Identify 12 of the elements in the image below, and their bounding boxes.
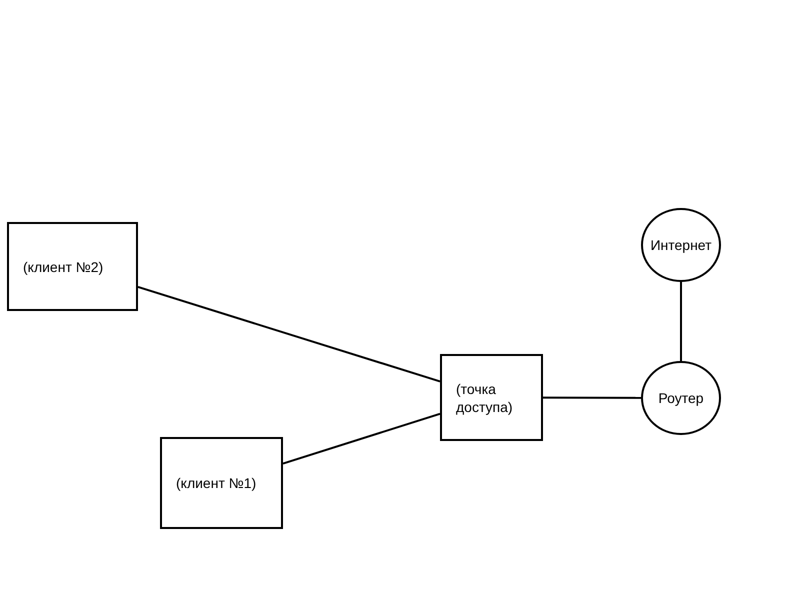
client-box (160, 437, 283, 529)
connector-line (543, 396, 641, 399)
node-label: Роутер (658, 389, 704, 407)
node-label: (клиент №2) (23, 258, 104, 276)
node-label: (клиент №1) (176, 474, 256, 492)
node-label: (точка доступа) (456, 380, 514, 416)
connector-line (138, 286, 440, 382)
client-box (7, 222, 138, 311)
connector-line (680, 282, 682, 361)
node-label: Интернет (650, 236, 712, 254)
access-point-box (440, 354, 543, 441)
connector-line (282, 412, 440, 464)
